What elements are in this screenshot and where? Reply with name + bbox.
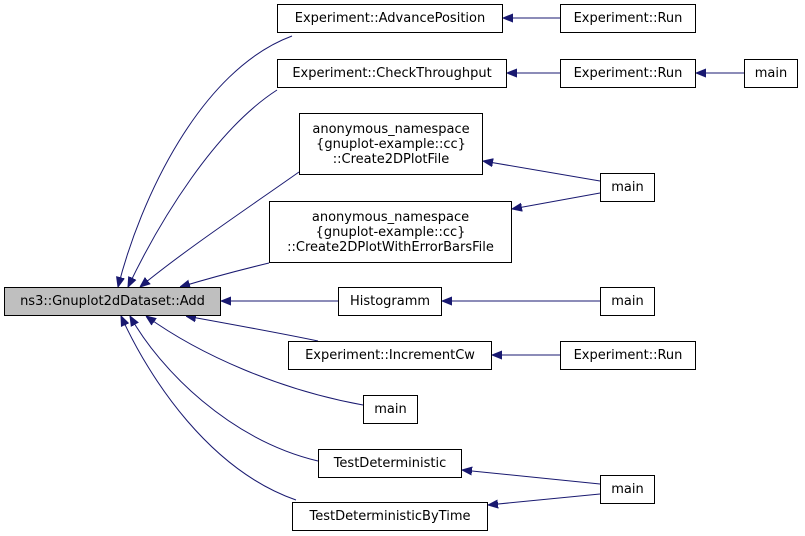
- node-create2d-plot-file[interactable]: anonymous_namespace {gnuplot-example::cc…: [299, 113, 483, 175]
- node-create2d-plot-error-bars-line-2: {gnuplot-example::cc}: [315, 224, 466, 240]
- node-create2d-plot-file-line-1: anonymous_namespace: [312, 121, 470, 137]
- node-main-create-label: main: [611, 180, 644, 195]
- node-run-2[interactable]: Experiment::Run: [560, 59, 696, 88]
- node-run-3[interactable]: Experiment::Run: [560, 341, 696, 370]
- node-histogramm-label: Histogramm: [349, 294, 431, 309]
- node-main-run[interactable]: main: [744, 59, 798, 88]
- edge-increment-cw-to-root: [186, 316, 319, 342]
- edge-main-direct-to-root: [146, 316, 364, 406]
- node-main-histogramm-label: main: [611, 294, 644, 309]
- node-advance-position-label: Experiment::AdvancePosition: [294, 11, 486, 26]
- node-test-deterministic-label: TestDeterministic: [333, 456, 447, 471]
- edge-main-create-to-create2d-plot-error-bars: [512, 192, 601, 209]
- node-main-create[interactable]: main: [600, 173, 655, 202]
- node-run-3-label: Experiment::Run: [573, 348, 683, 363]
- edge-advance-position-to-root: [118, 35, 293, 287]
- node-main-run-label: main: [754, 66, 788, 81]
- node-increment-cw-label: Experiment::IncrementCw: [305, 348, 475, 363]
- node-main-test[interactable]: main: [600, 475, 655, 504]
- node-test-deterministic-by-time-label: TestDeterministicByTime: [309, 509, 471, 524]
- node-main-direct-label: main: [374, 402, 407, 417]
- node-increment-cw[interactable]: Experiment::IncrementCw: [288, 341, 492, 370]
- node-root: ns3::Gnuplot2dDataset::Add: [4, 287, 221, 316]
- edge-create2d-plot-file-to-root: [140, 171, 300, 287]
- node-create2d-plot-error-bars-line-1: anonymous_namespace: [311, 209, 470, 225]
- node-main-histogramm[interactable]: main: [600, 287, 655, 316]
- node-check-throughput[interactable]: Experiment::CheckThroughput: [277, 59, 507, 88]
- edge-main-test-to-test-deterministic-by-time: [488, 493, 601, 505]
- edge-test-deterministic-by-time-to-root: [121, 316, 297, 501]
- edge-main-create-to-create2d-plot-file: [483, 161, 601, 182]
- node-create2d-plot-file-line-2: {gnuplot-example::cc}: [316, 136, 466, 152]
- node-main-test-label: main: [611, 482, 644, 497]
- node-create2d-plot-error-bars[interactable]: anonymous_namespace {gnuplot-example::cc…: [269, 201, 512, 263]
- node-create2d-plot-file-line-3: ::Create2DPlotFile: [332, 151, 450, 167]
- edge-create2d-plot-error-bars-to-root: [180, 262, 270, 287]
- edge-check-throughput-to-root: [128, 89, 278, 287]
- node-run-2-label: Experiment::Run: [573, 66, 683, 81]
- node-test-deterministic-by-time[interactable]: TestDeterministicByTime: [292, 502, 488, 531]
- edge-main-test-to-test-deterministic: [462, 470, 601, 485]
- edge-test-deterministic-to-root: [130, 316, 319, 462]
- node-test-deterministic[interactable]: TestDeterministic: [318, 449, 462, 478]
- node-run-1-label: Experiment::Run: [573, 11, 683, 26]
- node-create2d-plot-error-bars-line-3: ::Create2DPlotWithErrorBarsFile: [287, 239, 494, 255]
- node-histogramm[interactable]: Histogramm: [338, 287, 442, 316]
- node-advance-position[interactable]: Experiment::AdvancePosition: [277, 4, 503, 33]
- node-root-label: ns3::Gnuplot2dDataset::Add: [20, 294, 205, 309]
- node-check-throughput-label: Experiment::CheckThroughput: [292, 66, 492, 81]
- node-main-direct[interactable]: main: [363, 395, 418, 424]
- node-run-1[interactable]: Experiment::Run: [560, 4, 696, 33]
